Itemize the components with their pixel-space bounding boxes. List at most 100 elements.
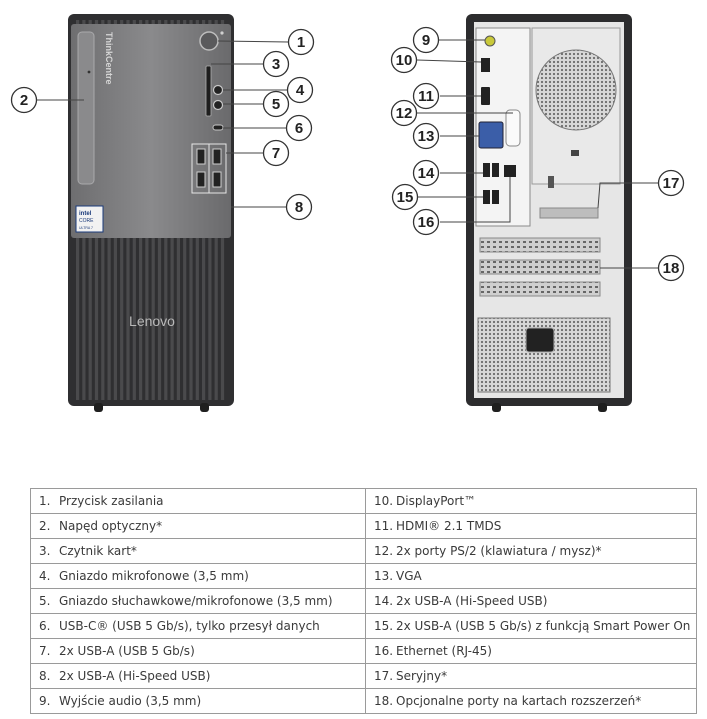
callout-5: 5 xyxy=(262,90,290,118)
rear-fan-grille xyxy=(535,49,617,131)
callout-circle xyxy=(412,208,440,236)
padlock-loop[interactable] xyxy=(548,176,554,188)
callout-number: 13 xyxy=(418,128,435,145)
callout-2: 2 xyxy=(10,86,38,114)
usb-a-port[interactable] xyxy=(212,171,222,188)
callout-18: 18 xyxy=(657,254,685,282)
usb-a-port[interactable] xyxy=(196,171,206,188)
legend-item-number: 1. xyxy=(39,494,51,508)
front-foot-right xyxy=(200,403,209,412)
legend-item-number: 5. xyxy=(39,594,51,608)
callout-16: 16 xyxy=(412,208,440,236)
displayport-port[interactable] xyxy=(481,58,490,72)
legend-left-cell: 4.Gniazdo mikrofonowe (3,5 mm) xyxy=(30,563,366,589)
legend-right-cell: 16.Ethernet (RJ-45) xyxy=(365,638,697,664)
callout-circle xyxy=(285,193,313,221)
headset-jack[interactable] xyxy=(212,99,224,111)
legend-row: 6.USB-C® (USB 5 Gb/s), tylko przesył dan… xyxy=(30,613,697,639)
callout-12: 12 xyxy=(390,99,418,127)
callout-9: 9 xyxy=(412,26,440,54)
callout-number: 18 xyxy=(663,260,680,277)
usb-c-port[interactable] xyxy=(212,124,224,131)
legend-item-number: 15. xyxy=(374,619,394,633)
expansion-slot-3 xyxy=(479,281,601,297)
legend-item-number: 13. xyxy=(374,569,394,583)
badge-line: CORE xyxy=(79,218,94,224)
legend-left-cell: 1.Przycisk zasilania xyxy=(30,488,366,514)
callout-number: 6 xyxy=(295,120,303,137)
legend-right-cell: 12.2x porty PS/2 (klawiatura / mysz)* xyxy=(365,538,697,564)
legend-item-number: 18. xyxy=(374,694,394,708)
leader-10 xyxy=(416,59,482,63)
card-reader-slot[interactable] xyxy=(205,65,212,117)
legend-item-text: Gniazdo mikrofonowe (3,5 mm) xyxy=(59,569,249,583)
thinkcentre-logo: ThinkCentre xyxy=(104,32,114,85)
legend-item-number: 14. xyxy=(374,594,394,608)
rear-view xyxy=(466,14,632,412)
legend-item-number: 9. xyxy=(39,694,51,708)
legend-item-number: 12. xyxy=(374,544,394,558)
legend-item-number: 3. xyxy=(39,544,51,558)
callout-circle xyxy=(412,122,440,150)
callout-number: 17 xyxy=(663,175,680,192)
legend-item-text: Gniazdo słuchawkowe/mikrofonowe (3,5 mm) xyxy=(59,594,333,608)
legend-left-cell: 2. Napęd optyczny* xyxy=(30,513,366,539)
hdmi-port[interactable] xyxy=(481,87,490,105)
vga-port[interactable] xyxy=(478,121,504,149)
callout-number: 11 xyxy=(418,88,434,105)
callout-circle xyxy=(285,114,313,142)
callout-number: 12 xyxy=(396,105,413,122)
audio-out-jack[interactable] xyxy=(484,35,496,47)
legend-left-cell: 8.2x USB-A (Hi-Speed USB) xyxy=(30,663,366,689)
legend-item-text: VGA xyxy=(396,569,422,583)
legend-left-cell: 7.2x USB-A (USB 5 Gb/s) xyxy=(30,638,366,664)
callout-circle xyxy=(286,76,314,104)
rear-fan-area xyxy=(531,27,621,188)
usb-a-port[interactable] xyxy=(212,148,222,165)
legend-left-cell: 5. Gniazdo słuchawkowe/mikrofonowe (3,5 m… xyxy=(30,588,366,614)
serial-port-knockout xyxy=(539,207,599,219)
legend-right-cell: 15.2x USB-A (USB 5 Gb/s) z funkcją Smart… xyxy=(365,613,697,639)
expansion-slot-2 xyxy=(479,259,601,275)
legend-item-text: DisplayPort™ xyxy=(396,494,477,508)
callout-number: 2 xyxy=(20,92,28,109)
callout-circle xyxy=(412,82,440,110)
legend-row: 9.Wyjście audio (3,5 mm)18.Opcjonalne po… xyxy=(30,688,697,714)
usb-a-port[interactable] xyxy=(492,163,499,177)
legend-right-cell: 18.Opcjonalne porty na kartach rozszerze… xyxy=(365,688,697,714)
callout-number: 5 xyxy=(272,96,280,113)
legend-right-cell: 17.Seryjny* xyxy=(365,663,697,689)
legend-item-number: 8. xyxy=(39,669,51,683)
legend-item-text: 2x USB-A (USB 5 Gb/s) xyxy=(59,644,195,658)
microphone-jack[interactable] xyxy=(212,84,224,96)
callout-11: 11 xyxy=(412,82,440,110)
legend-left-cell: 3.Czytnik kart* xyxy=(30,538,366,564)
power-button[interactable] xyxy=(199,31,219,51)
legend-right-cell: 11.HDMI® 2.1 TMDS xyxy=(365,513,697,539)
callout-circle xyxy=(390,99,418,127)
usb-a-port[interactable] xyxy=(196,148,206,165)
legend-item-text: Napęd optyczny* xyxy=(59,519,163,533)
callout-14: 14 xyxy=(412,159,440,187)
callout-number: 7 xyxy=(272,145,280,162)
rear-usb-5gbps xyxy=(483,190,499,204)
lenovo-logo: Lenovo xyxy=(129,313,175,329)
badge-frame xyxy=(75,205,104,233)
power-led xyxy=(220,31,224,35)
kensington-lock-slot[interactable] xyxy=(571,150,579,156)
legend-item-number: 16. xyxy=(374,644,394,658)
callout-17: 17 xyxy=(657,169,685,197)
callout-number: 14 xyxy=(418,165,435,182)
callout-circle xyxy=(262,50,290,78)
usb-a-port[interactable] xyxy=(492,190,499,204)
power-socket[interactable] xyxy=(525,327,555,353)
callout-4: 4 xyxy=(286,76,314,104)
legend-item-number: 2. xyxy=(39,519,51,533)
ethernet-port[interactable] xyxy=(504,165,516,177)
usb-a-port[interactable] xyxy=(483,190,490,204)
usb-a-port[interactable] xyxy=(483,163,490,177)
callout-3: 3 xyxy=(262,50,290,78)
ps2-ports[interactable] xyxy=(505,109,521,147)
callout-number: 9 xyxy=(422,32,430,49)
